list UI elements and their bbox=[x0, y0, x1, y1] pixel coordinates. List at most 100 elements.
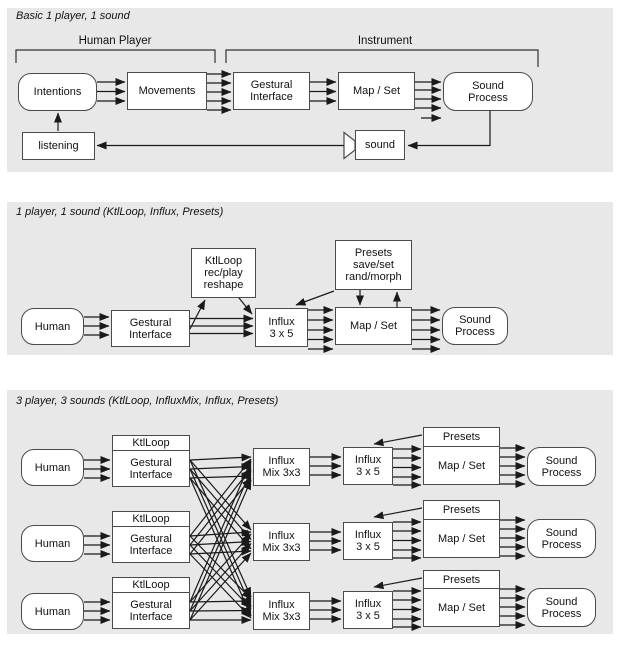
map-set-node-row2: Map / Set bbox=[423, 519, 500, 558]
label: Interface bbox=[129, 328, 172, 341]
panel-3player bbox=[7, 390, 613, 634]
human-node-row2: Human bbox=[21, 525, 84, 562]
influx-mix-node-row3: Influx Mix 3x3 bbox=[253, 592, 310, 630]
gestural-interface-body: Gestural Interface bbox=[113, 593, 189, 628]
panel2-title: 1 player, 1 sound (KtlLoop, Influx, Pres… bbox=[16, 206, 224, 218]
label: Sound bbox=[545, 595, 578, 608]
label: Influx bbox=[354, 529, 382, 541]
label: KtlLoop bbox=[204, 255, 243, 267]
label: KtlLoop bbox=[132, 513, 170, 525]
label: Sound bbox=[459, 314, 491, 326]
label: Interface bbox=[250, 91, 293, 103]
label: reshape bbox=[203, 279, 244, 291]
gestural-interface-node: Gestural Interface bbox=[233, 72, 310, 110]
label: Gestural bbox=[130, 532, 172, 545]
human-node-row1: Human bbox=[21, 449, 84, 486]
ktlloop-header: KtlLoop bbox=[113, 436, 189, 451]
ktlloop-gestural-node-row1: KtlLoop Gestural Interface bbox=[112, 435, 190, 487]
label: Map / Set bbox=[349, 320, 398, 332]
label: Influx bbox=[268, 530, 295, 542]
label: sound bbox=[365, 139, 395, 151]
influx-mix-node-row1: Influx Mix 3x3 bbox=[253, 448, 310, 486]
presets-node-row3: Presets bbox=[423, 570, 500, 590]
sound-process-node-row1: Sound Process bbox=[527, 447, 596, 486]
ktlloop-header: KtlLoop bbox=[113, 512, 189, 527]
label: Sound bbox=[545, 454, 578, 467]
influx-node-row1: Influx 3 x 5 bbox=[343, 447, 393, 485]
label: Gestural bbox=[129, 316, 172, 329]
gestural-interface-node: Gestural Interface bbox=[111, 310, 190, 347]
human-player-label: Human Player bbox=[78, 35, 152, 47]
label: Process bbox=[455, 326, 495, 338]
gestural-interface-body: Gestural Interface bbox=[113, 451, 189, 486]
label: Influx bbox=[354, 598, 382, 610]
panel1-title: Basic 1 player, 1 sound bbox=[16, 10, 130, 22]
label: Presets bbox=[354, 247, 393, 259]
ktlloop-gestural-node-row3: KtlLoop Gestural Interface bbox=[112, 577, 190, 629]
gestural-interface-body: Gestural Interface bbox=[113, 527, 189, 562]
label: Human bbox=[34, 537, 71, 550]
label: Map / Set bbox=[437, 532, 486, 545]
label: 3 x 5 bbox=[269, 327, 294, 340]
map-set-node: Map / Set bbox=[338, 72, 415, 110]
presets-node-row2: Presets bbox=[423, 500, 500, 520]
ktlloop-header: KtlLoop bbox=[113, 578, 189, 593]
label: Interface bbox=[129, 544, 173, 557]
label: Influx bbox=[268, 315, 295, 328]
label: Gestural bbox=[130, 456, 172, 469]
label: Interface bbox=[129, 610, 173, 623]
label: Gestural bbox=[130, 598, 172, 611]
label: Presets bbox=[442, 504, 481, 516]
influx-node: Influx 3 x 5 bbox=[255, 308, 308, 347]
label: KtlLoop bbox=[132, 579, 170, 591]
label: 3 x 5 bbox=[356, 541, 380, 553]
label: rec/play bbox=[204, 267, 243, 279]
label: Presets bbox=[442, 574, 481, 586]
label: Mix 3x3 bbox=[262, 611, 301, 623]
sound-process-node-row3: Sound Process bbox=[527, 588, 596, 627]
label: save/set bbox=[353, 259, 394, 271]
map-set-node-row1: Map / Set bbox=[423, 446, 500, 485]
sound-process-node: Sound Process bbox=[443, 72, 533, 111]
label: KtlLoop bbox=[132, 437, 170, 449]
ktlloop-gestural-node-row2: KtlLoop Gestural Interface bbox=[112, 511, 190, 563]
label: Sound bbox=[472, 79, 504, 92]
intentions-node: Intentions bbox=[18, 73, 97, 111]
sound-process-node-row2: Sound Process bbox=[527, 519, 596, 558]
label: listening bbox=[38, 140, 79, 152]
label: Interface bbox=[129, 468, 173, 481]
label: Process bbox=[541, 466, 582, 479]
label: Map / Set bbox=[352, 85, 401, 97]
label: Process bbox=[468, 91, 508, 104]
label: Map / Set bbox=[437, 459, 486, 472]
label: Sound bbox=[545, 526, 578, 539]
label: Influx bbox=[354, 454, 382, 466]
map-set-node-row3: Map / Set bbox=[423, 588, 500, 627]
label: Human bbox=[34, 320, 71, 333]
sound-node: sound bbox=[355, 130, 405, 160]
instrument-label: Instrument bbox=[357, 35, 413, 47]
human-node-row3: Human bbox=[21, 593, 84, 630]
label: Process bbox=[541, 538, 582, 551]
label: Intentions bbox=[33, 86, 82, 98]
influx-mix-node-row2: Influx Mix 3x3 bbox=[253, 523, 310, 561]
panel3-title: 3 player, 3 sounds (KtlLoop, InfluxMix, … bbox=[16, 395, 279, 407]
panel-1player-ktlloop bbox=[7, 202, 613, 355]
movements-node: Movements bbox=[127, 72, 207, 110]
label: Process bbox=[541, 607, 582, 620]
label: Presets bbox=[442, 431, 481, 443]
label: Human bbox=[34, 461, 71, 474]
label: Human bbox=[34, 605, 71, 618]
influx-node-row3: Influx 3 x 5 bbox=[343, 591, 393, 629]
sound-process-node: Sound Process bbox=[442, 307, 508, 345]
map-set-node: Map / Set bbox=[335, 307, 412, 345]
human-node: Human bbox=[21, 308, 84, 345]
label: Movements bbox=[138, 85, 196, 97]
ktlloop-node: KtlLoop rec/play reshape bbox=[191, 248, 256, 298]
label: Mix 3x3 bbox=[262, 542, 301, 554]
label: Influx bbox=[268, 599, 295, 611]
influx-node-row2: Influx 3 x 5 bbox=[343, 522, 393, 560]
label: Map / Set bbox=[437, 601, 486, 614]
label: Mix 3x3 bbox=[262, 467, 301, 479]
